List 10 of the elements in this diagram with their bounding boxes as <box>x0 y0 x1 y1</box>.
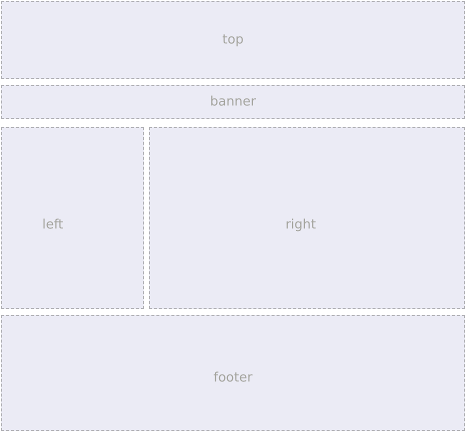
layout-region <box>149 127 465 309</box>
layout-region <box>1 315 465 431</box>
region-label: left <box>42 218 64 233</box>
layout-region <box>1 85 465 119</box>
region-label: top <box>222 32 244 48</box>
region-label: footer <box>214 370 252 386</box>
region-label: banner <box>210 94 256 110</box>
region-label: right <box>285 218 316 233</box>
layout-region <box>1 127 144 309</box>
layout-region <box>1 1 465 79</box>
